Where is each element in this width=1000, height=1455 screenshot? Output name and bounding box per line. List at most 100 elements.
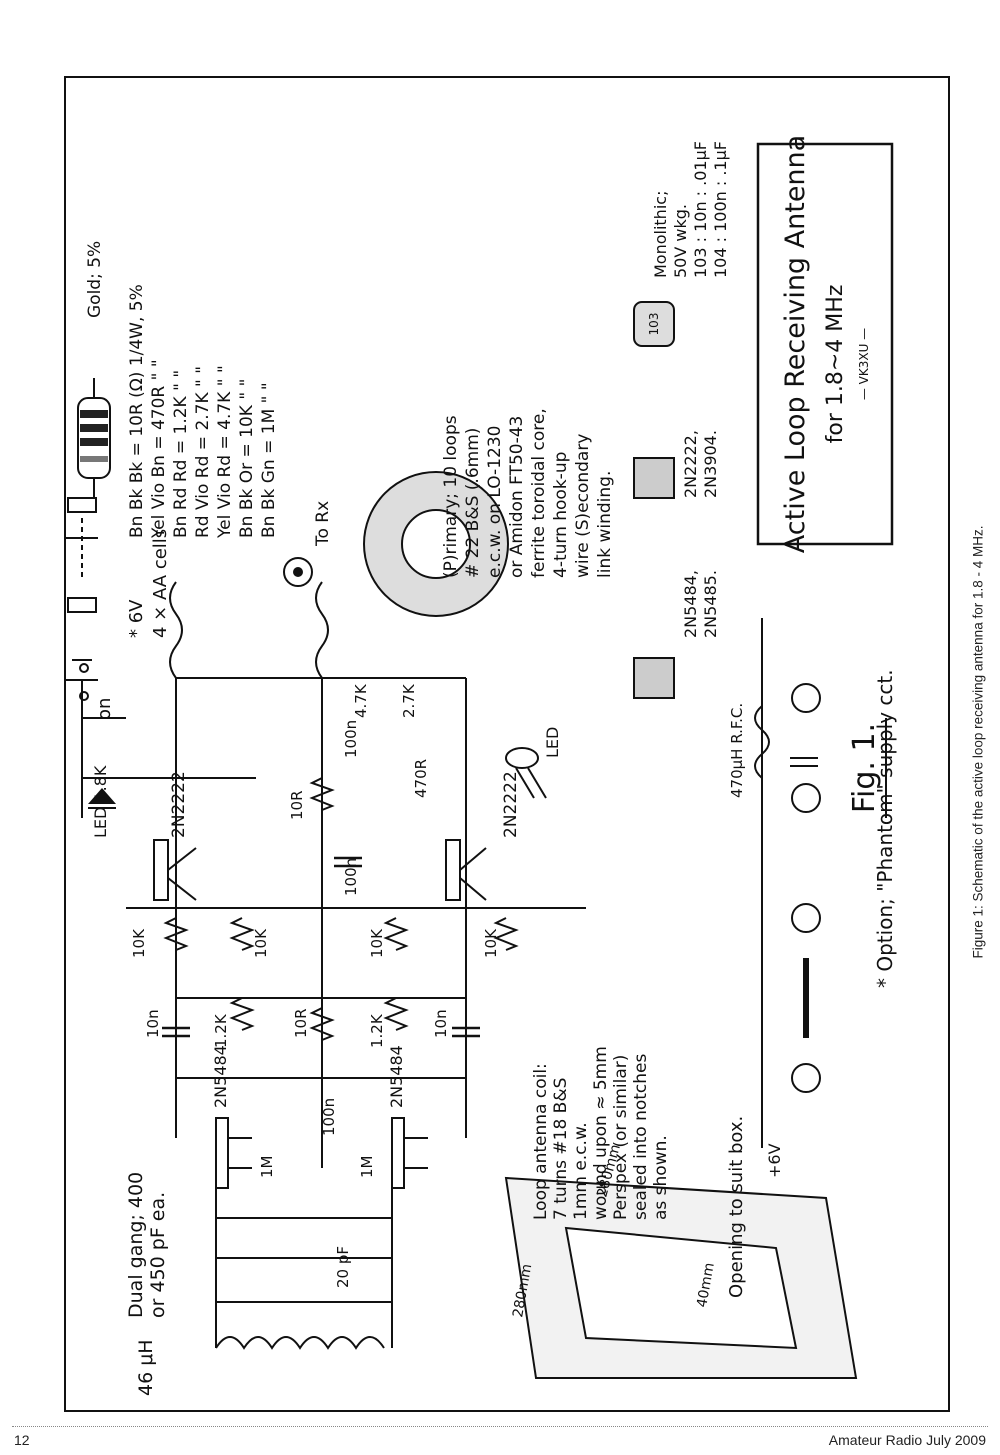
battery-voltage: * 6V bbox=[126, 599, 147, 638]
figure-frame bbox=[64, 76, 950, 1412]
transformer-note: e.c.w. on LO-1230 bbox=[485, 426, 505, 578]
loop-note: as shown. bbox=[651, 1135, 671, 1220]
resistor-12k-a bbox=[229, 997, 255, 1031]
resistor-12k-b bbox=[383, 997, 409, 1031]
label-trimmer: 20 pF bbox=[334, 1246, 352, 1288]
phantom-supply bbox=[754, 618, 821, 1148]
label-100n: 100n bbox=[342, 858, 360, 896]
battery-cells: 4 × AA cells bbox=[150, 529, 171, 638]
dim-inner: 40mm bbox=[694, 1262, 718, 1309]
fet-types: 2N5484, bbox=[681, 570, 700, 638]
label-12k: 1.2K bbox=[368, 1013, 386, 1048]
rx-connector bbox=[283, 557, 313, 587]
bjt-label: 2N2222 bbox=[169, 771, 189, 838]
transformer-note: ferrite toroidal core, bbox=[529, 408, 549, 578]
bjt-types: 2N2222, bbox=[681, 430, 700, 498]
transformer-note: or Amidon FT50-43 bbox=[507, 416, 527, 578]
issue-line: Amateur Radio July 2009 bbox=[828, 1432, 986, 1448]
transformer-note: # 22 B&S (.6mm) bbox=[463, 428, 483, 578]
fet-package bbox=[633, 657, 675, 699]
label-100n: 100n bbox=[320, 1098, 338, 1136]
tuning-coil bbox=[215, 1336, 385, 1350]
resistor-10k-a bbox=[163, 917, 189, 951]
transformer-note: (P)rimary; 10 loops bbox=[441, 415, 461, 578]
cap-note: 50V wkg. bbox=[671, 204, 690, 278]
transformer-note: link winding. bbox=[595, 471, 615, 578]
label-10r: 10R bbox=[288, 790, 306, 820]
loop-note: sealed into notches bbox=[631, 1054, 651, 1220]
code-row: Bn Rd Rd = 1.2K " " bbox=[171, 370, 191, 538]
label-1m: 1M bbox=[358, 1156, 376, 1179]
coil-label: 46 μH bbox=[135, 1339, 157, 1396]
label-10k: 10K bbox=[252, 928, 270, 958]
box-note: Opening to suit box. bbox=[726, 1116, 747, 1298]
fet-types: 2N5485. bbox=[701, 570, 720, 638]
cap-note: 103 : 10n : .01μF bbox=[691, 141, 710, 278]
figure-subtitle: for 1.8~4 MHz bbox=[823, 285, 848, 444]
figure-caption: Figure 1: Schematic of the active loop r… bbox=[970, 525, 986, 959]
label-10k: 10K bbox=[130, 928, 148, 958]
code-row: Bn Bk Bk = 10R (Ω) 1/4W, 5% bbox=[127, 284, 147, 538]
loop-note: Loop antenna coil: bbox=[531, 1063, 551, 1220]
label-10n: 10n bbox=[144, 1009, 162, 1038]
label-47k: 4.7K bbox=[352, 683, 370, 718]
transformer-note: 4-turn hook-up bbox=[551, 452, 571, 578]
loop-note: wound upon ≈ 5mm bbox=[591, 1046, 611, 1220]
led-sketch bbox=[505, 747, 547, 799]
footer-rule bbox=[12, 1426, 988, 1427]
bjt-top bbox=[153, 839, 197, 901]
switch-label: on bbox=[94, 698, 115, 720]
figure-author: — VK3XU — bbox=[857, 328, 871, 400]
tuning-note: Dual gang; 400 bbox=[125, 1172, 147, 1318]
resistor-10r bbox=[309, 1007, 335, 1041]
resistor-10r-b bbox=[309, 777, 335, 811]
bjt-bottom bbox=[445, 839, 487, 901]
label-470r: 470R bbox=[412, 759, 430, 798]
fet-top bbox=[215, 1117, 252, 1189]
tuning-note: or 450 pF ea. bbox=[147, 1192, 169, 1318]
label-10n: 10n bbox=[432, 1009, 450, 1038]
loop-note: Perspex (or similar) bbox=[611, 1055, 631, 1220]
bjt-types: 2N3904. bbox=[701, 430, 720, 498]
led-resistor: LED 1.8K bbox=[91, 765, 110, 838]
rfc-label: 470μH R.F.C. bbox=[728, 703, 746, 798]
code-row: Yel Vio Rd = 4.7K " " bbox=[215, 365, 235, 539]
transformer-note: wire (S)econdary bbox=[573, 434, 593, 578]
to-rx-label: To Rx bbox=[313, 501, 333, 547]
bjt-label-2: 2N2222 bbox=[501, 771, 521, 838]
label-10r: 10R bbox=[292, 1008, 310, 1038]
resistor-10k-b bbox=[229, 917, 255, 951]
gold-tolerance: Gold; 5% bbox=[85, 241, 105, 318]
code-row: Yel Vio Bn = 470R " " bbox=[149, 359, 169, 539]
code-row: Bn Bk Or = 10K " " bbox=[237, 379, 257, 538]
label-27k: 2.7K bbox=[400, 683, 418, 718]
toroid-transformer bbox=[169, 471, 509, 679]
led-label: LED bbox=[543, 727, 562, 758]
loop-antenna-frame bbox=[504, 1176, 858, 1379]
bjt-package bbox=[633, 457, 675, 499]
loop-note: 7 turns #18 B&S bbox=[551, 1078, 571, 1220]
label-1m: 1M bbox=[258, 1156, 276, 1179]
resistor-10k-d bbox=[493, 917, 519, 951]
schematic-diagram: Active Loop Receiving Antenna for 1.8~4 … bbox=[66, 135, 897, 1396]
fet-label: 2N5484 bbox=[211, 1045, 230, 1108]
fig-label: Fig. 1. bbox=[847, 723, 882, 813]
label-100n: 100n bbox=[342, 720, 360, 758]
phantom-note: * Option; "Phantom" supply cct. bbox=[873, 669, 897, 988]
fet-bottom bbox=[391, 1117, 428, 1189]
fet-label: 2N5484 bbox=[387, 1045, 406, 1108]
resistor-10k-c bbox=[383, 917, 409, 951]
title-box bbox=[756, 142, 894, 546]
figure-title: Active Loop Receiving Antenna bbox=[780, 135, 811, 553]
label-10k: 10K bbox=[368, 928, 386, 958]
loop-note: 1mm e.c.w. bbox=[571, 1122, 591, 1220]
resistor-code-table: Gold; 5% Bn Bk Bk = 10R (Ω) 1/4W, 5% Yel… bbox=[85, 241, 279, 539]
monolithic-cap: 103 bbox=[633, 301, 675, 347]
plus-6v: +6V bbox=[765, 1143, 784, 1178]
code-row: Bn Bk Gn = 1M " " bbox=[259, 382, 279, 538]
page-number: 12 bbox=[14, 1432, 30, 1448]
label-10k: 10K bbox=[482, 928, 500, 958]
label-12k: 1.2K bbox=[212, 1013, 230, 1048]
resistor-illustration bbox=[77, 378, 111, 498]
cap-note: 104 : 100n : .1μF bbox=[711, 141, 730, 278]
